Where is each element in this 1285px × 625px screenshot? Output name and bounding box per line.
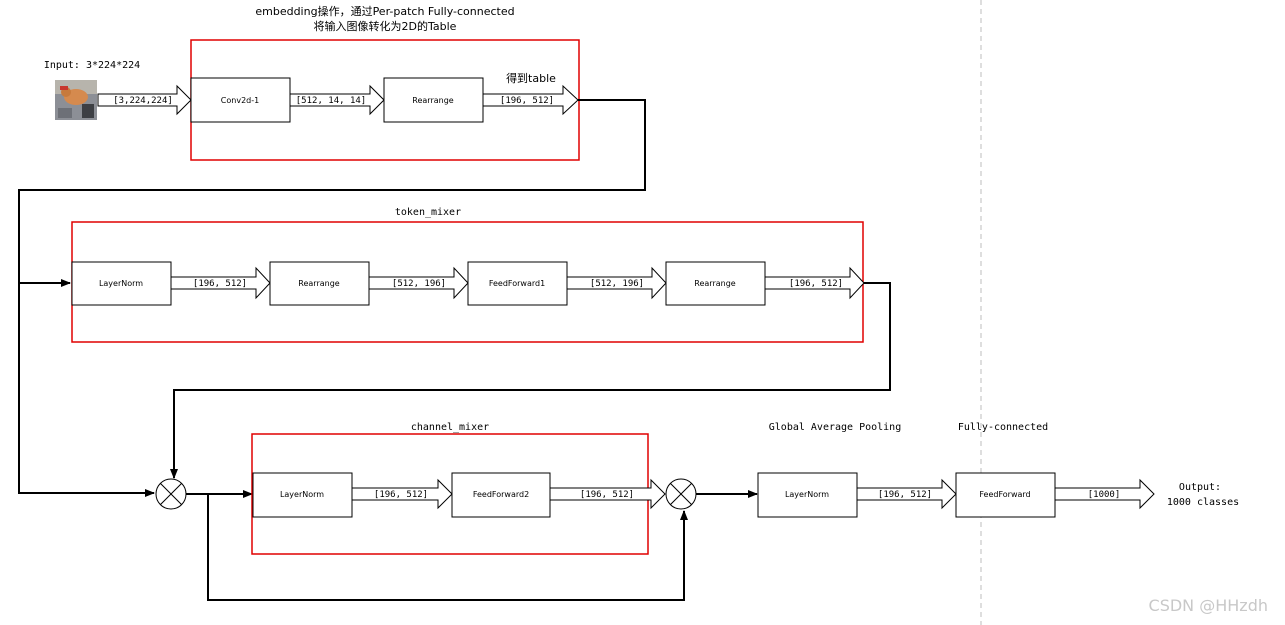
gap-title: Global Average Pooling: [769, 422, 901, 433]
channel-mixer-title: channel_mixer: [411, 422, 489, 433]
rearrange-box: [665, 261, 766, 306]
layernorm-box: [71, 261, 172, 306]
box-label: LayerNorm: [99, 279, 143, 288]
box-label: Rearrange: [412, 96, 454, 105]
add-operator-icon: [665, 478, 697, 510]
box-label: LayerNorm: [785, 490, 829, 499]
arrow-tm-4: [764, 266, 865, 300]
box-label: Conv2d-1: [221, 96, 259, 105]
add-operator-icon: [155, 478, 187, 510]
output-label: Output:: [1179, 482, 1221, 493]
watermark: CSDN @HHzdh: [1149, 596, 1268, 615]
feedforward2-box: [451, 472, 551, 518]
output-label: 1000 classes: [1167, 497, 1239, 508]
layernorm-box: [757, 472, 858, 518]
arrow-head-2: [1054, 478, 1155, 510]
box-label: LayerNorm: [280, 490, 324, 499]
shape-label: [196, 512]: [193, 279, 247, 289]
connector-line: [18, 99, 646, 287]
shape-label: [3,224,224]: [113, 96, 173, 106]
residual-line: [207, 494, 688, 601]
arrow-cm-1: [351, 478, 453, 510]
arrow-rearrange-out: [482, 84, 579, 116]
arrow-input-to-conv: [97, 84, 192, 116]
arrow-tm-3: [566, 266, 667, 300]
cat-thumbnail: [55, 80, 97, 120]
token-mixer-title: token_mixer: [395, 207, 461, 218]
conv2d-box: [190, 77, 291, 123]
shape-label: [196, 512]: [789, 279, 843, 289]
shape-label: [1000]: [1088, 490, 1121, 500]
arrow-head-1: [856, 478, 957, 510]
arrow-tm-2: [368, 266, 469, 300]
shape-label: [512, 196]: [590, 279, 644, 289]
embedding-caption: embedding操作，通过Per-patch Fully-connected: [255, 4, 514, 18]
layernorm-box: [252, 472, 353, 518]
box-label: Rearrange: [694, 279, 736, 288]
feedforward1-box: [467, 261, 568, 306]
box-label: FeedForward: [979, 490, 1030, 499]
arrow-conv-to-rearrange: [289, 84, 385, 116]
input-label: Input: 3*224*224: [44, 60, 140, 71]
shape-label: [196, 512]: [374, 490, 428, 500]
shape-label: [512, 196]: [392, 279, 446, 289]
connector-line: [170, 282, 891, 479]
shape-label: [512, 14, 14]: [296, 96, 366, 106]
box-label: FeedForward1: [489, 279, 545, 288]
residual-line: [18, 283, 155, 497]
arrow-cm-2: [549, 478, 666, 510]
embedding-caption-line2: 将输入图像转化为2D的Table: [314, 19, 457, 33]
rearrange-box: [383, 77, 484, 123]
get-table-label: 得到table: [506, 72, 556, 85]
feedforward-box: [955, 472, 1056, 518]
fc-title: Fully-connected: [958, 422, 1048, 433]
shape-label: [196, 512]: [580, 490, 634, 500]
arrow-tm-1: [170, 266, 271, 300]
box-label: Rearrange: [298, 279, 340, 288]
box-label: FeedForward2: [473, 490, 529, 499]
shape-label: [196, 512]: [878, 490, 932, 500]
shape-label: [196, 512]: [500, 96, 554, 106]
